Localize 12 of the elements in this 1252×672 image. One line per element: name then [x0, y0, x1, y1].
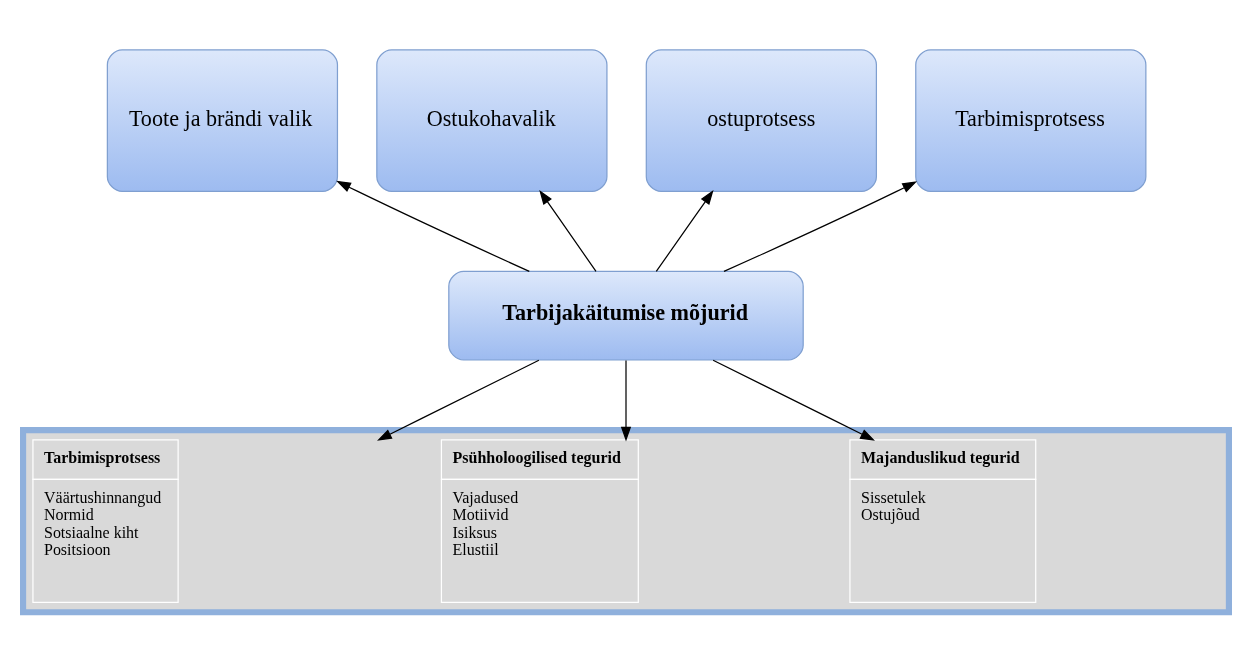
- node-box: Tarbijakäitumise mõjurid: [448, 270, 804, 361]
- node-box: ostuprotsess: [645, 49, 877, 193]
- arrow: [377, 359, 540, 441]
- node-box: Ostukohavalik: [376, 49, 608, 193]
- node-box: Toote ja brändi valik: [106, 49, 339, 193]
- arrow: [336, 180, 530, 272]
- arrow: [723, 181, 918, 272]
- arrow: [539, 189, 597, 272]
- arrow: [620, 359, 632, 442]
- node-box: Tarbimisprotsess: [915, 49, 1147, 193]
- arrow: [712, 359, 875, 441]
- arrow: [655, 189, 714, 272]
